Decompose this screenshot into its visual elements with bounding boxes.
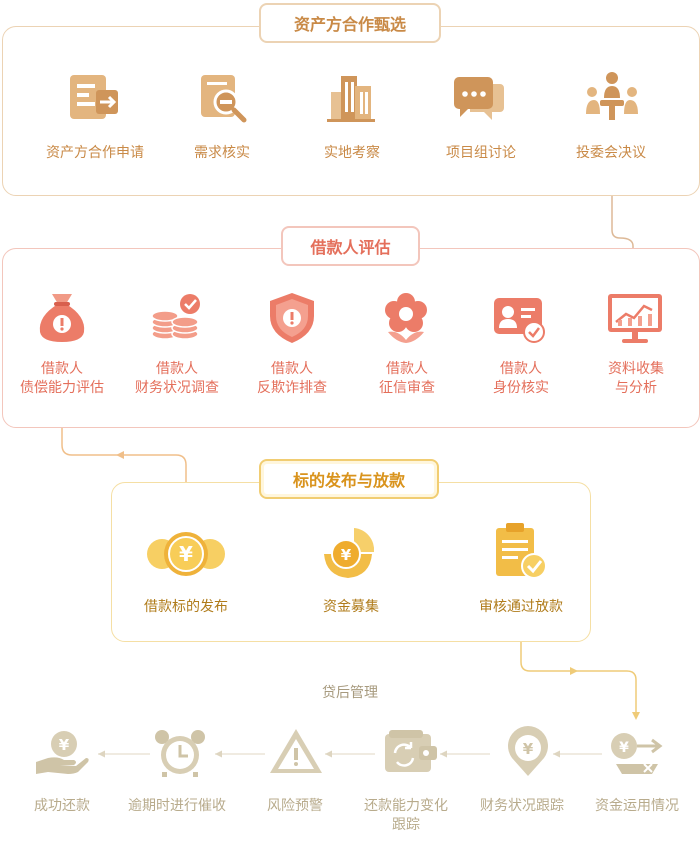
svg-text:¥: ¥ [523,740,534,758]
step-label: 借款人身份核实 [493,361,549,396]
coin-stack-check-icon [151,294,200,340]
step-label: 逾期时进行催收 [128,798,226,814]
svg-text:¥: ¥ [179,542,193,566]
section-borrower-assessment-panel [2,248,700,428]
section-title-asset-selection: 资产方合作甄选 [259,3,441,43]
warning-triangle-icon [270,729,322,773]
step-label: 借款人征信审查 [379,361,435,396]
yuan-key-icon: ¥ [611,733,663,774]
step-label: 实地考察 [324,145,380,161]
svg-text:¥: ¥ [341,546,352,564]
step-label: 审核通过放款 [479,599,563,615]
credit-flower-icon [385,293,427,343]
svg-text:¥: ¥ [59,736,70,754]
step-label: 项目组讨论 [446,145,516,161]
step-label: 资金募集 [323,599,379,615]
section-title-borrower-assessment: 借款人评估 [281,226,420,266]
step-label: 借款标的发布 [144,599,228,615]
building-icon [327,76,375,122]
alarm-clock-icon [155,730,205,777]
application-form-icon [70,75,118,119]
discussion-chat-icon [454,77,504,120]
step-label: 资金运用情况 [595,798,679,814]
shield-alert-icon [270,293,314,343]
step-label: 需求核实 [194,145,250,161]
fundraising-coin-icon: ¥ [324,528,375,578]
committee-meeting-icon [586,72,638,120]
svg-text:¥: ¥ [619,740,629,756]
wallet-refresh-icon [385,730,437,772]
step-label: 资产方合作申请 [46,145,144,161]
section-title-release: 标的发布与放款 [259,459,439,499]
approval-document-icon [496,523,547,579]
step-label: 成功还款 [34,798,90,814]
money-bag-alert-icon [39,294,85,342]
verify-document-icon [201,75,247,123]
step-label: 借款人财务状况调查 [135,361,219,396]
step-label: 资料收集与分析 [608,361,664,396]
id-card-check-icon [494,298,545,343]
step-label: 还款能力变化跟踪 [364,798,448,833]
step-label: 风险预警 [267,798,323,814]
data-chart-icon [608,294,662,343]
step-label: 财务状况跟踪 [480,798,564,814]
step-label: 投委会决议 [576,145,646,161]
section-title-post-loan: 贷后管理 [322,685,378,701]
yuan-pin-icon: ¥ [508,726,548,776]
yuan-coins-icon: ¥ [147,532,225,576]
yuan-hand-icon: ¥ [36,731,89,774]
step-label: 借款人债偿能力评估 [20,361,104,396]
step-label: 借款人反欺诈排查 [257,361,327,396]
